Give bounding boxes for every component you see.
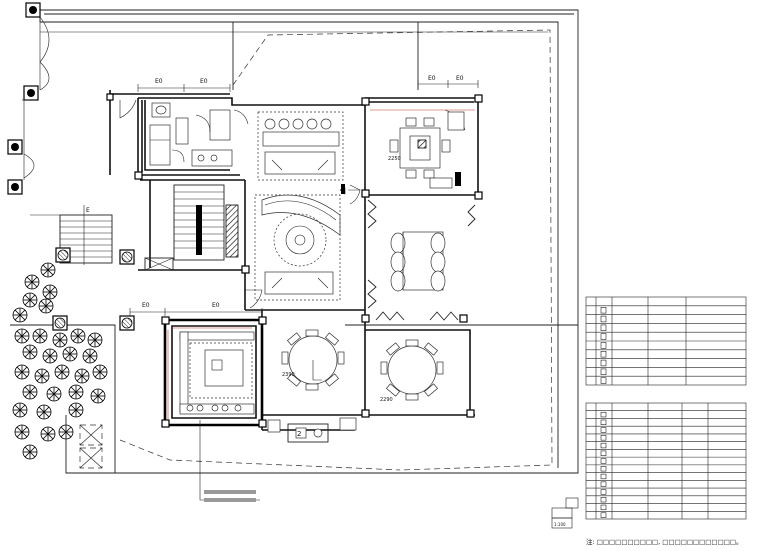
study-room [370, 109, 475, 189]
dim-top-mid: E0 [200, 78, 208, 85]
tree-symbol [22, 344, 38, 360]
site-boundary [10, 9, 579, 474]
tree-symbol [36, 404, 52, 420]
long-dining-table [390, 231, 446, 292]
tree-symbol [62, 346, 78, 362]
tree-symbol [54, 364, 70, 380]
tree-symbol [52, 332, 68, 348]
legend-symbol-icon [600, 481, 607, 487]
tree-symbol [12, 402, 28, 418]
entry-gate [7, 2, 50, 195]
legend-symbol-icon [600, 489, 607, 495]
bathroom [149, 102, 233, 167]
tree-symbol [14, 424, 30, 440]
label-dining-b: 2290 [380, 397, 393, 403]
living-room [254, 111, 344, 301]
lower-bath [267, 417, 357, 443]
scale-label: 1:100 [554, 522, 566, 527]
legend-table-1 [585, 296, 747, 386]
legend-symbol-icon [600, 504, 607, 511]
tree-symbol [68, 384, 84, 400]
tree-symbol [32, 328, 48, 344]
tree-symbol [68, 402, 84, 418]
garden-pavers [65, 415, 115, 474]
legend-symbol-icon [600, 306, 607, 314]
tree-symbol [82, 348, 98, 364]
label-dining-a: 2390 [282, 372, 295, 378]
tree-symbol [70, 328, 86, 344]
tree-symbol [34, 368, 50, 384]
round-dining-table-a [281, 329, 345, 391]
legend-symbol-icon [600, 342, 607, 349]
legend-symbol-icon [600, 411, 607, 418]
kitchen [167, 327, 255, 420]
legend-symbol-icon [600, 512, 607, 518]
tree-symbol [22, 444, 38, 460]
garden-lights [52, 247, 135, 331]
interior-stairs [144, 184, 225, 271]
dimension-lines [129, 80, 479, 316]
legend-symbol-icon [600, 435, 607, 441]
legend-symbol-icon [600, 315, 607, 323]
columns [106, 93, 483, 428]
scale-mark: 1:100 [551, 497, 579, 529]
legend-symbol-icon [600, 442, 607, 449]
folding-doors [339, 184, 476, 321]
tree-symbol [92, 364, 108, 380]
tree-symbol [22, 384, 38, 400]
tree-symbol [40, 262, 56, 278]
door-swings [119, 99, 361, 309]
legend-symbol-icon [600, 458, 607, 464]
dim-top-right-2: E0 [456, 75, 464, 82]
tree-symbol [90, 388, 106, 404]
tree-symbol [22, 292, 38, 308]
dim-left-kitchen-2: E0 [212, 302, 220, 309]
annotations [199, 184, 361, 502]
tree-symbol [40, 426, 56, 442]
footer-note: 注: □□□□□□□□□□, □□□□□□□□□□□□。 [586, 537, 743, 546]
legend-symbol-icon [600, 359, 607, 367]
legend-symbol-icon [600, 473, 607, 480]
tree-symbol [14, 364, 30, 380]
tree-symbol [74, 368, 90, 384]
tree-symbol [24, 274, 40, 290]
legend-symbol-icon [600, 324, 607, 331]
label-room-num: 2 [297, 430, 301, 438]
legend-symbol-icon [600, 419, 607, 426]
tree-symbol [46, 386, 62, 402]
tree-symbol [42, 348, 58, 364]
dim-left-kitchen: E0 [142, 302, 150, 309]
legend-symbol-icon [600, 466, 607, 472]
trees [12, 262, 108, 460]
legend-symbol-icon [600, 333, 607, 340]
round-dining-table-b [380, 339, 444, 401]
legend-symbol-icon [600, 427, 607, 433]
dim-garage: E [86, 207, 90, 214]
dim-top-left: E0 [155, 78, 163, 85]
label-bedroom: 2250 [388, 156, 401, 162]
legend-symbol-icon [600, 450, 607, 456]
exterior-stairs [30, 205, 113, 265]
legend-table-2 [585, 402, 747, 520]
legend-symbol-icon [600, 496, 607, 503]
dim-top-right: E0 [428, 75, 436, 82]
tree-symbol [38, 298, 54, 314]
tree-symbol [14, 328, 30, 344]
tree-symbol [12, 307, 28, 323]
legend-symbol-icon [600, 377, 607, 384]
legend-symbol-icon [600, 350, 607, 358]
tree-symbol [87, 332, 103, 348]
tree-symbol [42, 284, 58, 300]
legend-symbol-icon [600, 368, 607, 375]
